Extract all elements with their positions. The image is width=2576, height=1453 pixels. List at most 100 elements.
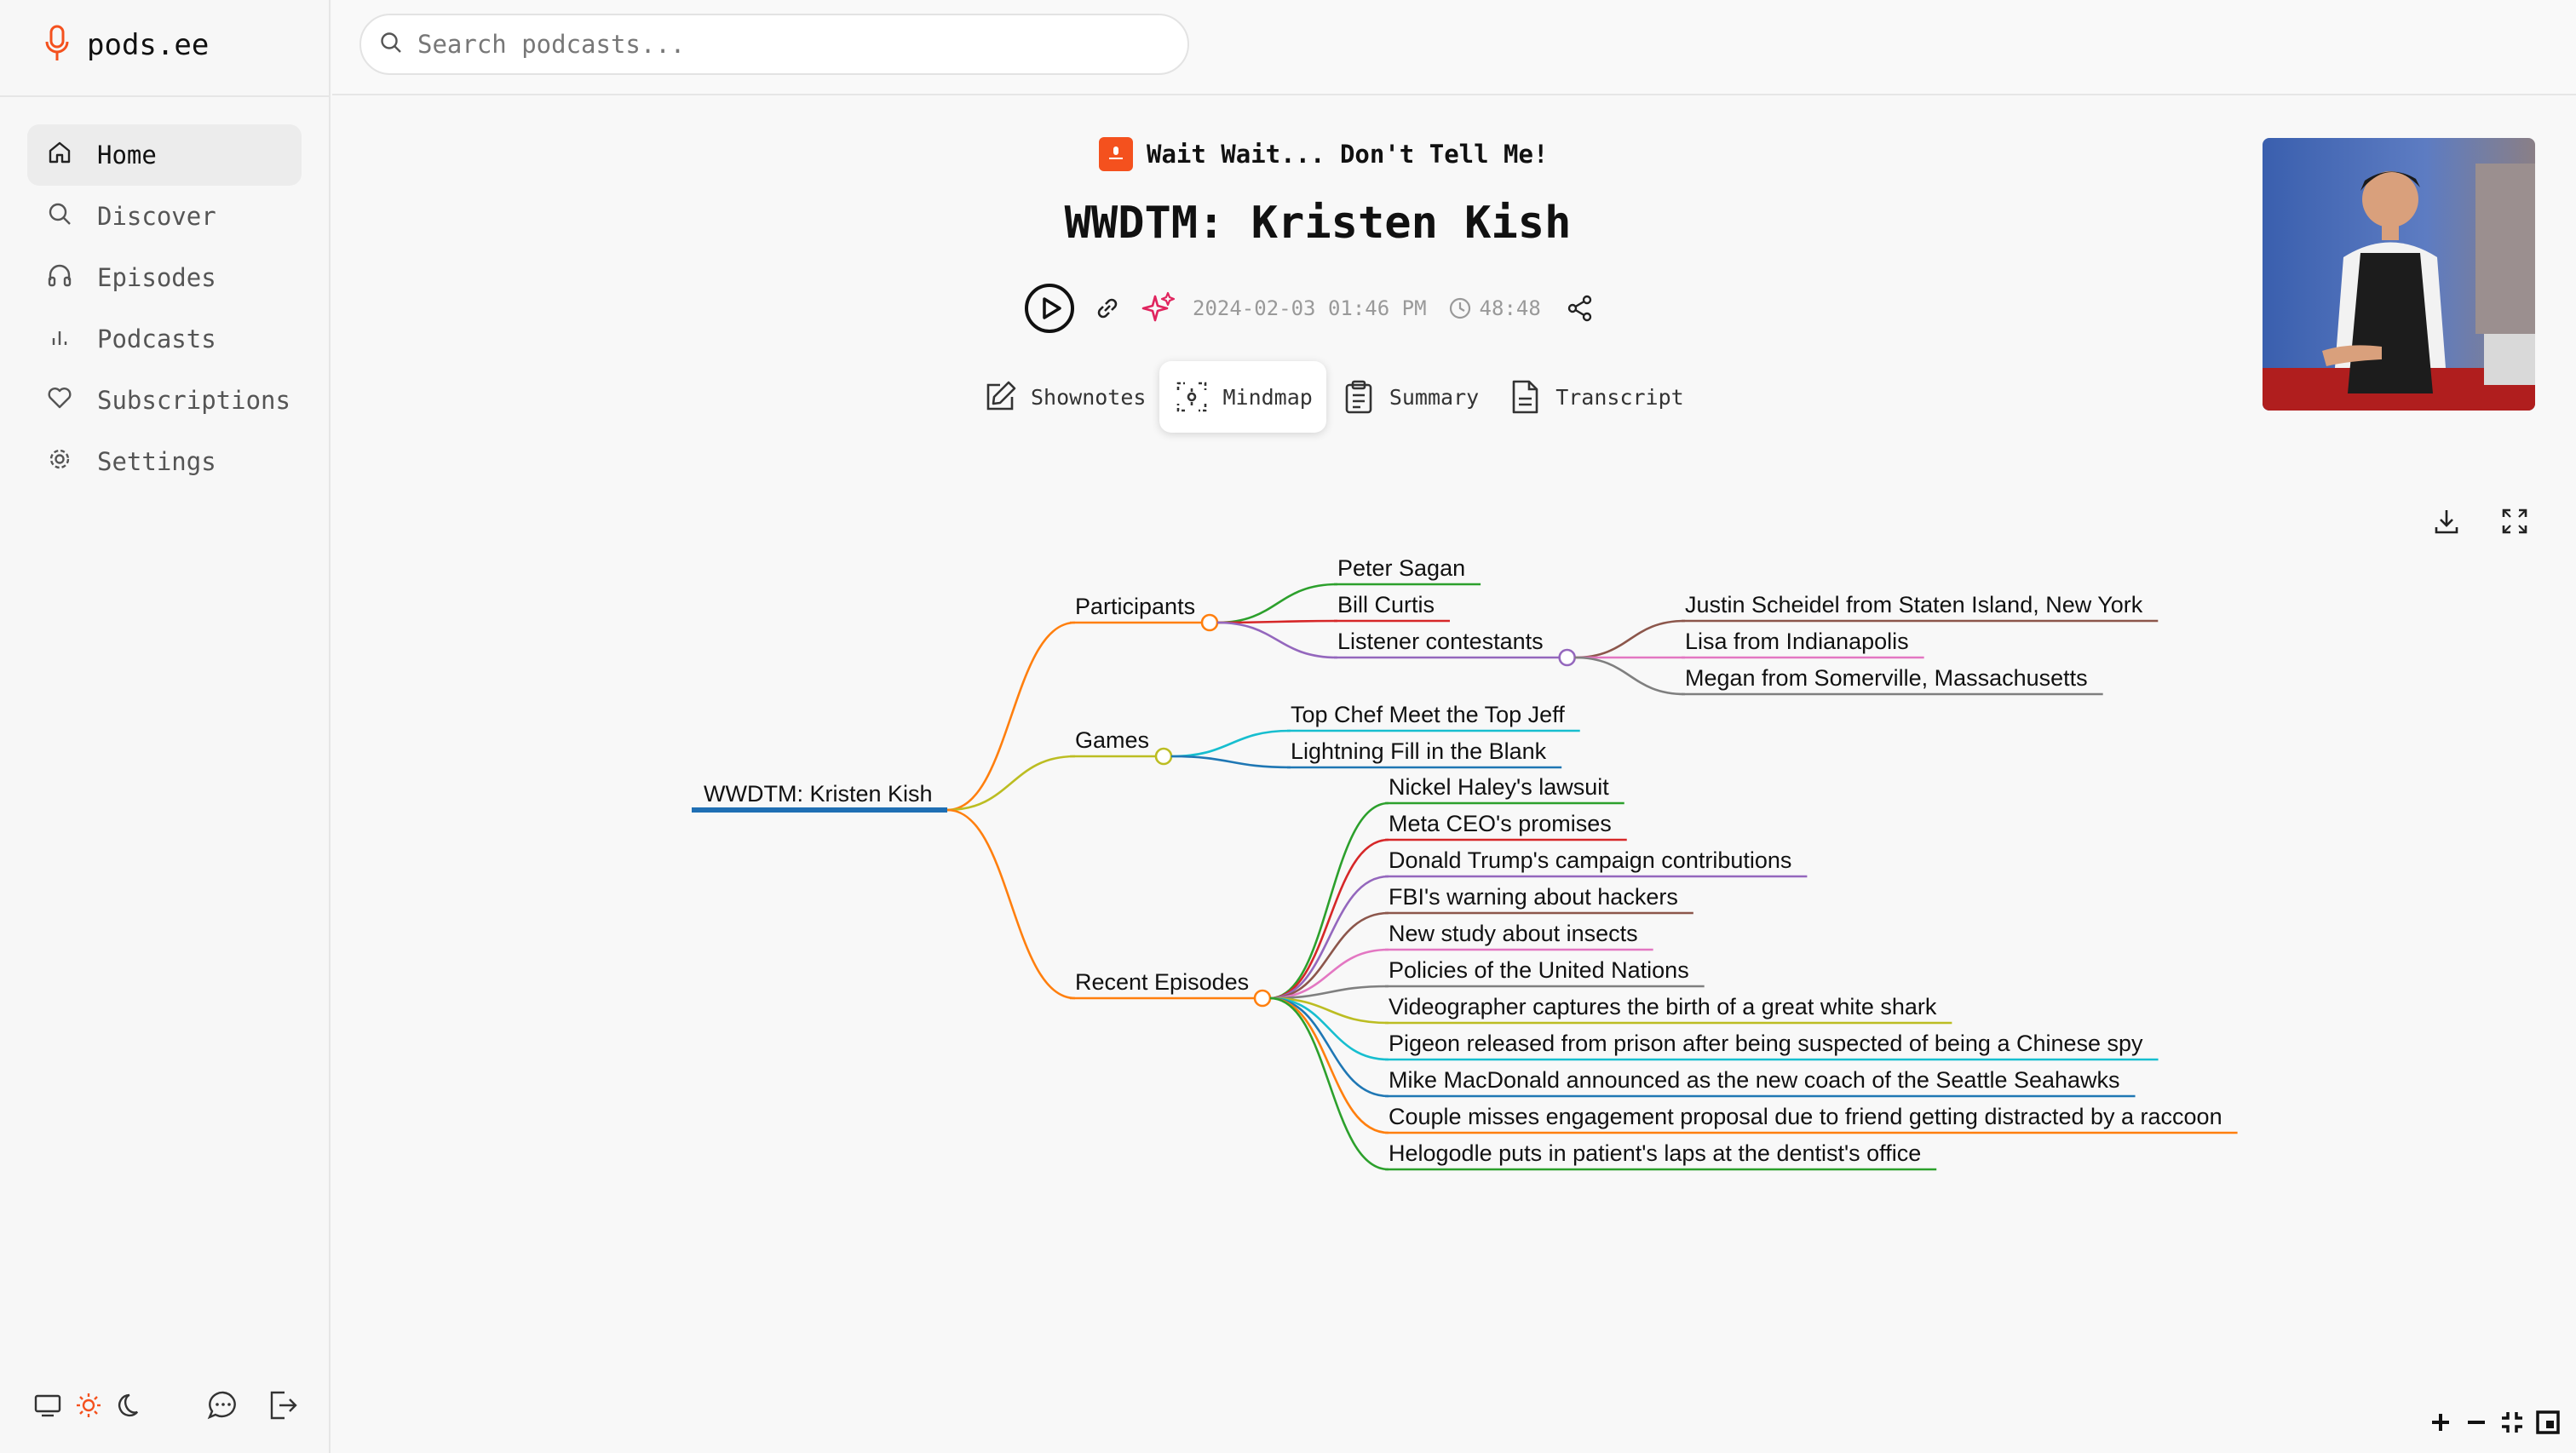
mindmap-icon — [1173, 378, 1210, 416]
mindmap-leaf[interactable]: Mike MacDonald announced as the new coac… — [1389, 1067, 2120, 1093]
mindmap-edge — [1269, 996, 1389, 1025]
zoom-in-icon[interactable] — [2428, 1410, 2453, 1439]
bar-chart-icon — [46, 323, 73, 356]
edit-icon — [981, 378, 1019, 416]
mindmap-node-toggle[interactable] — [1200, 613, 1219, 632]
mindmap-edge — [946, 755, 1076, 812]
mindmap-branch[interactable]: Recent Episodes — [1075, 969, 1249, 995]
mindmap-edge — [1170, 755, 1291, 769]
mindmap-branch[interactable]: Participants — [1075, 594, 1195, 619]
mindmap-root[interactable]: WWDTM: Kristen Kish — [704, 781, 933, 807]
share-icon[interactable] — [1565, 293, 1596, 324]
mindmap-edge — [946, 808, 1076, 1000]
sidebar-item-episodes[interactable]: Episodes — [27, 247, 302, 308]
sidebar-item-label: Discover — [97, 202, 216, 231]
episode-date: 2024-02-03 01:46 PM — [1193, 296, 1427, 320]
podcast-name: Wait Wait... Don't Tell Me! — [1147, 140, 1549, 169]
sun-icon[interactable] — [72, 1388, 106, 1422]
sidebar: pods.ee Home Discover Episodes Podcasts … — [0, 0, 331, 1453]
tab-label: Mindmap — [1222, 384, 1313, 410]
episode-meta: 2024-02-03 01:46 PM 48:48 — [1022, 281, 1596, 336]
mindmap-leaf[interactable]: Megan from Somerville, Massachusetts — [1685, 665, 2088, 691]
sidebar-item-home[interactable]: Home — [27, 124, 302, 186]
sidebar-item-label: Settings — [97, 447, 216, 476]
mindmap-node-toggle[interactable] — [1558, 648, 1576, 667]
monitor-icon[interactable] — [31, 1388, 65, 1422]
episode-thumbnail — [2263, 138, 2535, 411]
top-bar — [332, 0, 2576, 95]
mindmap-edge — [1269, 948, 1389, 1000]
mindmap-leaf[interactable]: Lisa from Indianapolis — [1685, 629, 1909, 654]
sparkle-icon[interactable] — [1140, 290, 1177, 327]
sidebar-item-label: Podcasts — [97, 324, 216, 353]
mindmap-edge — [1216, 583, 1338, 624]
mindmap-leaf[interactable]: Top Chef Meet the Top Jeff — [1291, 702, 1565, 727]
mindmap-leaf[interactable]: Policies of the United Nations — [1389, 957, 1689, 983]
brand-name: pods.ee — [87, 28, 210, 62]
download-icon[interactable] — [2429, 504, 2464, 538]
mindmap-edge — [1269, 875, 1389, 1000]
fit-view-icon[interactable] — [2499, 1410, 2525, 1439]
mindmap-leaf[interactable]: Meta CEO's promises — [1389, 811, 1612, 836]
mindmap-leaf[interactable]: Bill Curtis — [1337, 592, 1435, 617]
mindmap-edge — [946, 621, 1076, 812]
sidebar-item-label: Home — [97, 141, 157, 169]
sidebar-footer — [31, 1388, 303, 1426]
play-button[interactable] — [1022, 281, 1077, 336]
mindmap-leaf[interactable]: Couple misses engagement proposal due to… — [1389, 1104, 2222, 1129]
mindmap-leaf[interactable]: Nickel Haley's lawsuit — [1389, 774, 1609, 800]
zoom-out-icon[interactable] — [2464, 1410, 2489, 1439]
mindmap-edge — [1574, 656, 1686, 696]
search-input[interactable] — [417, 30, 1150, 59]
podcast-logo — [1099, 137, 1133, 171]
mindmap-node-toggle[interactable] — [1154, 747, 1173, 766]
logout-icon[interactable] — [266, 1388, 300, 1422]
sidebar-item-label: Episodes — [97, 263, 216, 292]
sidebar-item-label: Subscriptions — [97, 386, 290, 415]
chat-icon[interactable] — [206, 1388, 240, 1422]
sidebar-item-discover[interactable]: Discover — [27, 186, 302, 247]
mindmap-leaf[interactable]: New study about insects — [1389, 921, 1638, 946]
mindmap-edge — [1269, 996, 1389, 1098]
microphone-icon — [44, 25, 70, 66]
sidebar-item-podcasts[interactable]: Podcasts — [27, 308, 302, 370]
headphones-icon — [46, 261, 73, 295]
mindmap-leaf[interactable]: Lightning Fill in the Blank — [1291, 738, 1547, 764]
mindmap-leaf[interactable]: Donald Trump's campaign contributions — [1389, 847, 1791, 873]
mindmap-leaf[interactable]: Pigeon released from prison after being … — [1389, 1031, 2143, 1056]
home-icon — [46, 139, 73, 172]
tab-summary[interactable]: Summary — [1326, 361, 1492, 433]
heart-icon — [46, 384, 73, 417]
mindmap-leaf[interactable]: Videographer captures the birth of a gre… — [1389, 994, 1937, 1019]
mindmap-node-toggle[interactable] — [1253, 989, 1272, 1008]
tab-label: Shownotes — [1031, 384, 1147, 410]
mindmap-edge — [1269, 801, 1389, 1000]
reset-view-icon[interactable] — [2535, 1410, 2561, 1439]
sidebar-item-settings[interactable]: Settings — [27, 431, 302, 492]
tab-mindmap[interactable]: Mindmap — [1159, 361, 1326, 433]
tab-label: Summary — [1389, 384, 1480, 410]
mindmap-leaf[interactable]: Helogodle puts in patient's laps at the … — [1389, 1140, 1921, 1166]
mindmap-branch[interactable]: Games — [1075, 727, 1149, 753]
gear-icon — [46, 445, 73, 479]
mindmap-leaf[interactable]: Peter Sagan — [1337, 555, 1465, 581]
brand[interactable]: pods.ee — [44, 24, 209, 66]
tab-shownotes[interactable]: Shownotes — [968, 361, 1159, 433]
mindmap-edge — [1269, 985, 1389, 1000]
fullscreen-icon[interactable] — [2498, 504, 2532, 538]
tab-transcript[interactable]: Transcript — [1492, 361, 1698, 433]
podcast-link[interactable]: Wait Wait... Don't Tell Me! — [1099, 136, 1548, 172]
sidebar-nav: Home Discover Episodes Podcasts Subscrip… — [27, 124, 302, 492]
link-icon[interactable] — [1092, 293, 1123, 324]
mindmap-edge — [1269, 996, 1389, 1061]
episode-duration: 48:48 — [1479, 296, 1541, 320]
sidebar-item-subscriptions[interactable]: Subscriptions — [27, 370, 302, 431]
search-box[interactable] — [359, 14, 1189, 75]
mindmap-leaf[interactable]: Listener contestants — [1337, 629, 1544, 654]
search-icon — [378, 30, 404, 59]
moon-icon[interactable] — [112, 1388, 147, 1422]
episode-title: WWDTM: Kristen Kish — [1064, 198, 1572, 249]
mindmap-leaf[interactable]: Justin Scheidel from Staten Island, New … — [1685, 592, 2143, 617]
mindmap-leaf[interactable]: FBI's warning about hackers — [1389, 884, 1678, 910]
mindmap-edge — [1269, 996, 1389, 1134]
